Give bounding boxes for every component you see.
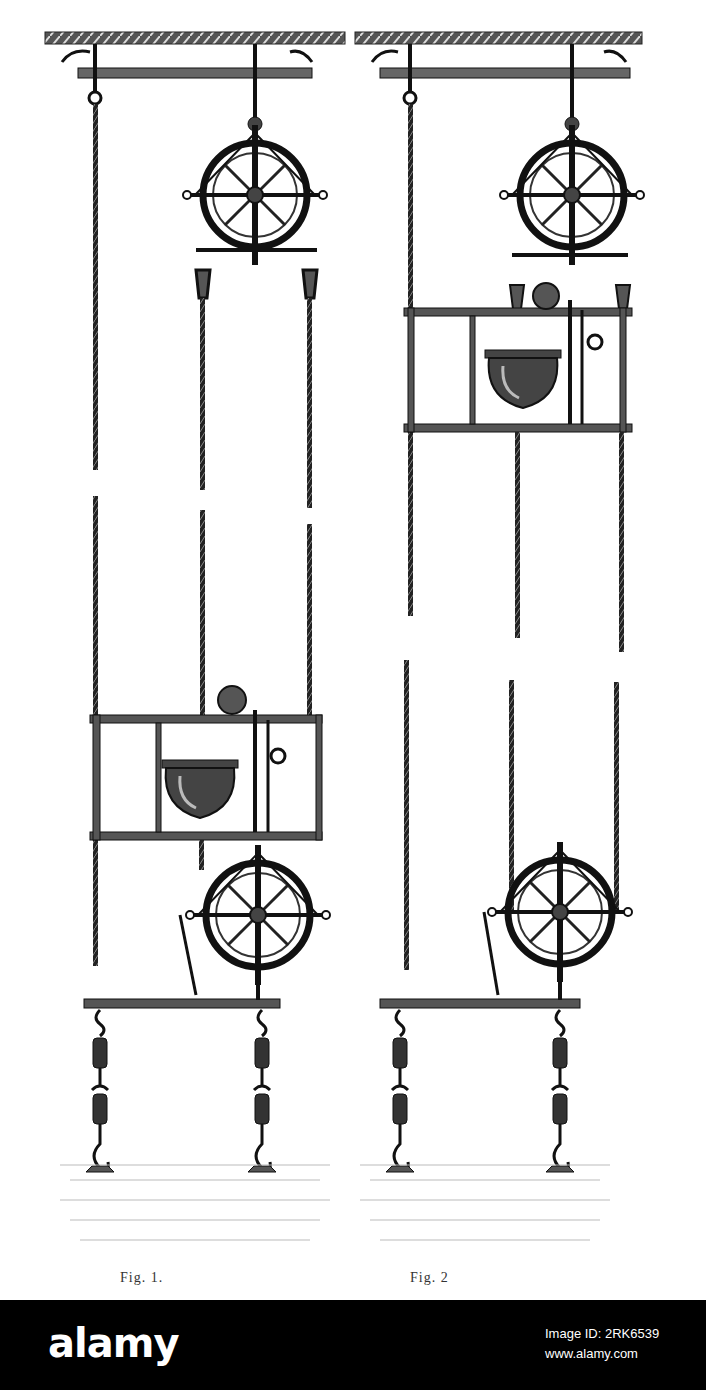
figure-caption: Fig. 2 xyxy=(410,1270,449,1286)
watermark-logo: alamy xyxy=(48,1320,178,1366)
watermark-id: Image ID: 2RK6539 xyxy=(545,1326,659,1341)
figure-caption: Fig. 1. xyxy=(120,1270,163,1286)
watermark-url: www.alamy.com xyxy=(545,1346,638,1361)
